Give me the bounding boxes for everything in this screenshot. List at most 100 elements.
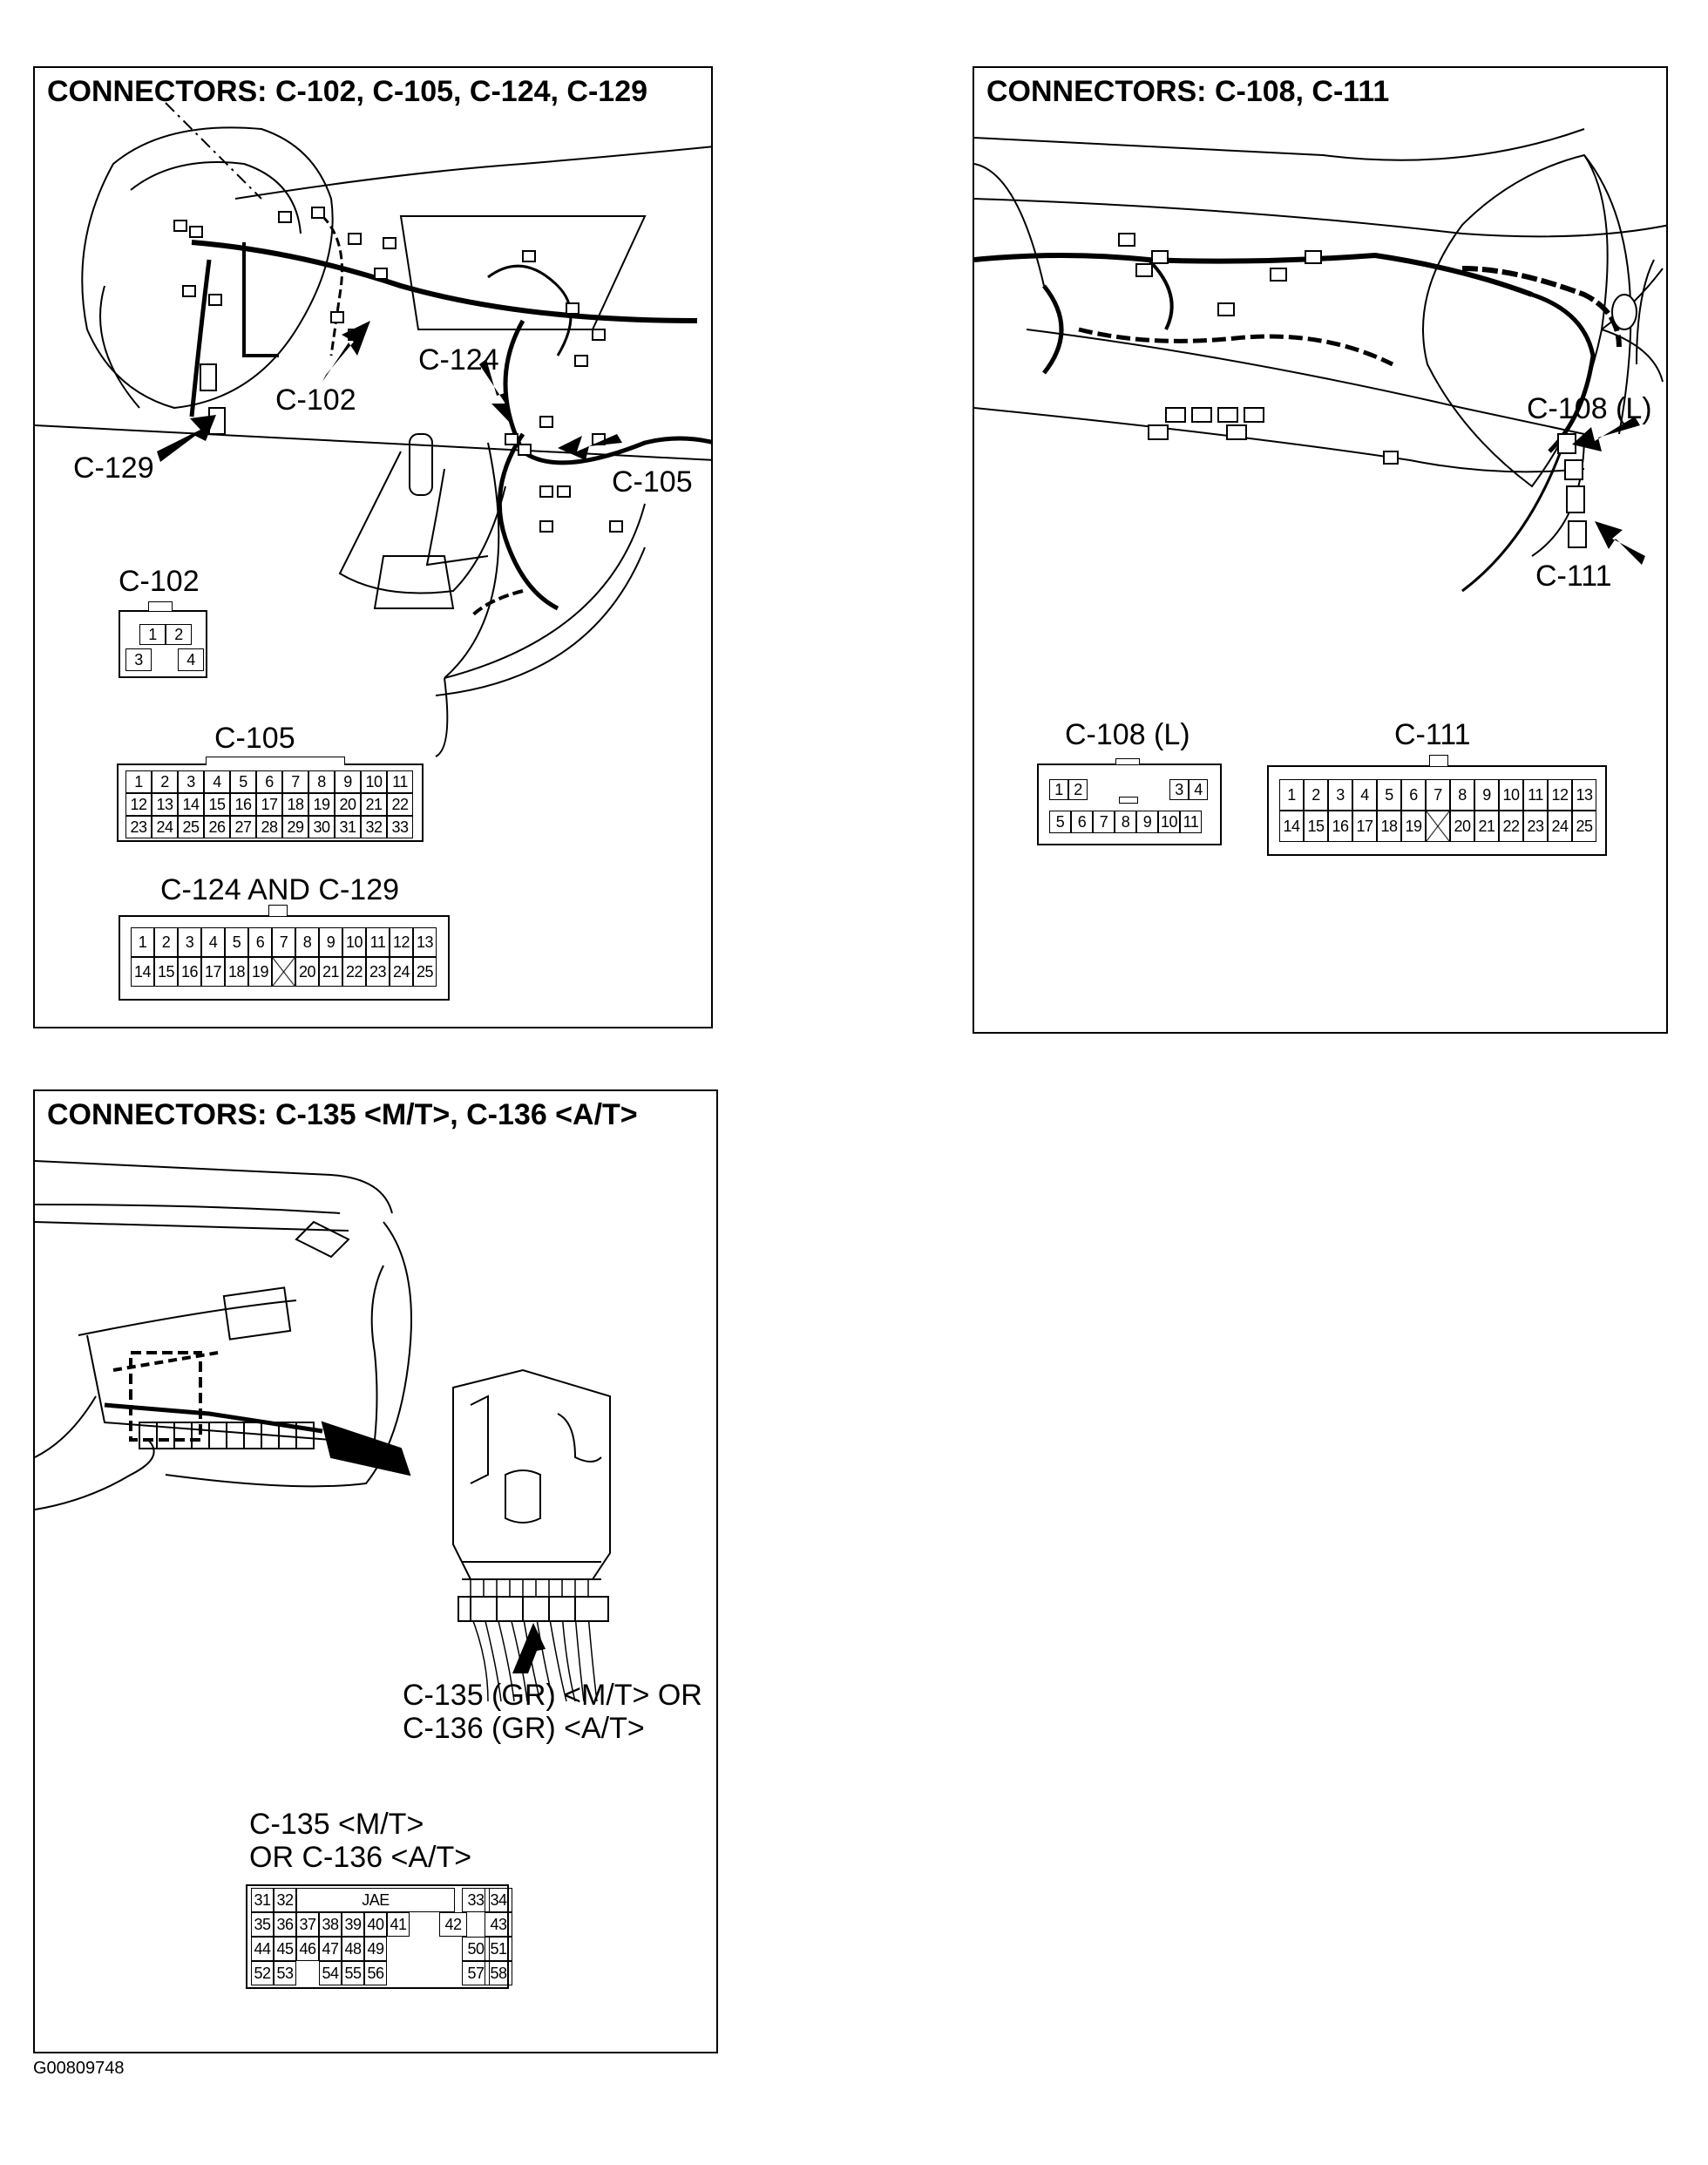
pin: 33 xyxy=(387,816,413,838)
pin: 4 xyxy=(1189,779,1208,800)
pin: 4 xyxy=(178,648,204,671)
pin: 7 xyxy=(1093,811,1115,833)
pin: 32 xyxy=(274,1888,296,1912)
pin: 50 xyxy=(462,1937,490,1961)
pin: 12 xyxy=(390,927,413,957)
pin: 16 xyxy=(1328,811,1352,842)
pin: 32 xyxy=(361,816,387,838)
callout-line-1: C-135 (GR) <M/T> OR xyxy=(403,1679,702,1712)
pin: 29 xyxy=(282,816,308,838)
connector-label-line-2: OR C-136 <A/T> xyxy=(249,1841,472,1875)
pin: 2 xyxy=(166,624,192,645)
callout-c111: C-111 xyxy=(1535,560,1612,593)
pin: 8 xyxy=(295,927,319,957)
pin: 39 xyxy=(342,1912,364,1937)
pin: 14 xyxy=(131,957,154,987)
pin: 25 xyxy=(413,957,437,987)
pin: 51 xyxy=(485,1937,512,1961)
pin: 24 xyxy=(390,957,413,987)
pin: 16 xyxy=(178,957,201,987)
pin: 3 xyxy=(178,770,204,793)
pin: 20 xyxy=(335,793,361,816)
pin: 23 xyxy=(125,816,152,838)
pin: 10 xyxy=(1499,779,1523,811)
pin: 16 xyxy=(230,793,256,816)
pin: 3 xyxy=(178,927,201,957)
pin: 22 xyxy=(1499,811,1523,842)
pin: 11 xyxy=(387,770,413,793)
pin: 13 xyxy=(1572,779,1596,811)
pin-x-mark xyxy=(272,957,295,987)
pin: 9 xyxy=(319,927,342,957)
pin: 11 xyxy=(1523,779,1548,811)
pin: 5 xyxy=(1049,811,1071,833)
pin: 22 xyxy=(387,793,413,816)
pin: 36 xyxy=(274,1912,296,1937)
pin: 25 xyxy=(1572,811,1596,842)
pin: 4 xyxy=(1352,779,1377,811)
pin: 18 xyxy=(1377,811,1401,842)
callout-c129: C-129 xyxy=(73,451,154,485)
pin: 26 xyxy=(204,816,230,838)
callout-c124: C-124 xyxy=(418,343,499,377)
pin: 12 xyxy=(125,793,152,816)
pin: 53 xyxy=(274,1961,296,1985)
pin: 24 xyxy=(152,816,178,838)
pin: 7 xyxy=(1426,779,1450,811)
pin: 1 xyxy=(131,927,154,957)
callout-c102: C-102 xyxy=(275,383,356,417)
panel-c135-c136: CONNECTORS: C-135 <M/T>, C-136 <A/T> xyxy=(33,1089,718,2053)
pin: 9 xyxy=(1136,811,1158,833)
panel-title: CONNECTORS: C-108, C-111 xyxy=(986,75,1390,108)
callout-line-2: C-136 (GR) <A/T> xyxy=(403,1712,645,1746)
callout-c135-c136: C-135 (GR) <M/T> OR C-136 (GR) <A/T> xyxy=(403,1679,702,1745)
pin: 20 xyxy=(295,957,319,987)
connector-label-c105: C-105 xyxy=(214,722,295,755)
pin: 40 xyxy=(364,1912,387,1937)
pin: 30 xyxy=(308,816,335,838)
pin: 7 xyxy=(282,770,308,793)
pin: 18 xyxy=(282,793,308,816)
pin: 15 xyxy=(1304,811,1328,842)
pin: 24 xyxy=(1548,811,1572,842)
callout-c105: C-105 xyxy=(612,465,693,499)
pin: 17 xyxy=(201,957,225,987)
pin: 1 xyxy=(1049,779,1068,800)
panel-c102-c105-c124-c129: CONNECTORS: C-102, C-105, C-124, C-129 xyxy=(33,66,713,1028)
pin: 33 xyxy=(462,1888,490,1912)
panel-c108-c111: CONNECTORS: C-108, C-111 xyxy=(973,66,1668,1034)
pin: 6 xyxy=(1401,779,1426,811)
pin: 17 xyxy=(256,793,282,816)
pin: 2 xyxy=(1068,779,1088,800)
pin: 11 xyxy=(1180,811,1202,833)
pin: 6 xyxy=(248,927,272,957)
connector-label-c111: C-111 xyxy=(1394,718,1471,751)
pin: 6 xyxy=(256,770,282,793)
pin: 10 xyxy=(1158,811,1180,833)
connector-latch xyxy=(148,601,173,612)
pin: 17 xyxy=(1352,811,1377,842)
pin: 48 xyxy=(342,1937,364,1961)
pin: 3 xyxy=(1169,779,1189,800)
pin: 54 xyxy=(319,1961,342,1985)
pin: 58 xyxy=(485,1961,512,1985)
pin: 2 xyxy=(154,927,178,957)
callout-c108-l: C-108 (L) xyxy=(1527,392,1652,425)
pin: 31 xyxy=(251,1888,274,1912)
pin: 21 xyxy=(319,957,342,987)
connector-latch xyxy=(206,757,345,765)
pin: 9 xyxy=(335,770,361,793)
pin: 10 xyxy=(342,927,366,957)
panel-title: CONNECTORS: C-102, C-105, C-124, C-129 xyxy=(47,75,648,108)
pin: 37 xyxy=(296,1912,319,1937)
pin: 20 xyxy=(1450,811,1474,842)
pin: 10 xyxy=(361,770,387,793)
pin: 49 xyxy=(364,1937,387,1961)
jae-label: JAE xyxy=(296,1888,455,1912)
pin: 4 xyxy=(204,770,230,793)
pin: 31 xyxy=(335,816,361,838)
pin: 8 xyxy=(1450,779,1474,811)
pin: 42 xyxy=(439,1912,467,1937)
